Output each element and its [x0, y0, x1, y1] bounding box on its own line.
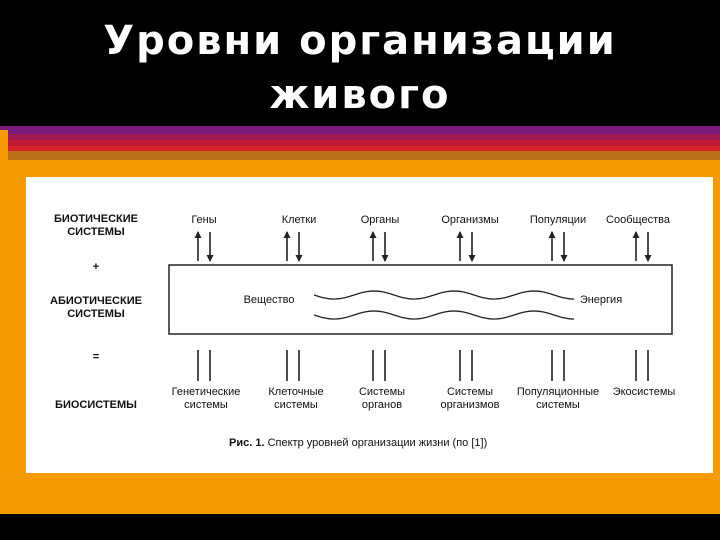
up-arrow-head-3	[456, 231, 464, 238]
wave-line-bottom	[313, 310, 575, 320]
top-label-organisms: Организмы	[441, 214, 499, 226]
caption-label: Рис. 1.	[229, 437, 265, 449]
slide-title: Уровни организации живого	[0, 14, 720, 122]
label-biotic-systems: БИОТИЧЕСКИЕ СИСТЕМЫ	[54, 213, 138, 238]
stripe-5	[0, 151, 720, 160]
orange-side-bar	[0, 130, 8, 514]
down-arrow-head-1	[295, 255, 303, 262]
bottom-label-organism-systems: Системы организмов	[440, 386, 500, 411]
label-abiotic-systems: АБИОТИЧЕСКИЕ СИСТЕМЫ	[50, 295, 142, 320]
wave-line-top	[313, 290, 575, 300]
label-biosystems: БИОСИСТЕМЫ	[55, 399, 137, 411]
diagram-image: БИОТИЧЕСКИЕ СИСТЕМЫ + АБИОТИЧЕСКИЕ СИСТЕ…	[26, 177, 713, 473]
top-label-communities: Сообщества	[606, 214, 670, 226]
caption-text: Спектр уровней организации жизни (по [1]…	[264, 437, 488, 449]
bottom-label-population: Популяционные системы	[516, 386, 600, 411]
stripe-2	[0, 134, 720, 140]
stripe-3	[0, 140, 720, 146]
label-energy: Энергия	[579, 294, 623, 306]
top-label-populations: Популяции	[529, 214, 587, 226]
central-box	[168, 264, 673, 335]
top-label-genes: Гены	[191, 214, 217, 226]
bottom-label-organ-systems: Системы органов	[358, 386, 406, 411]
label-equals: =	[92, 351, 100, 363]
bottom-label-genetic: Генетические системы	[171, 386, 241, 411]
down-arrow-head-2	[381, 255, 389, 262]
up-arrow-head-0	[194, 231, 202, 238]
label-plus: +	[92, 261, 100, 273]
down-arrow-head-3	[468, 255, 476, 262]
bottom-label-ecosystems: Экосистемы	[612, 386, 676, 398]
up-arrow-head-1	[283, 231, 291, 238]
title-line-2: живого	[269, 72, 451, 118]
title-line-1: Уровни организации	[103, 18, 617, 64]
arrow-group	[194, 231, 652, 381]
up-arrow-head-4	[548, 231, 556, 238]
top-label-cells: Клетки	[281, 214, 317, 226]
down-arrow-head-0	[206, 255, 214, 262]
diagram-lines	[168, 231, 673, 381]
top-label-organs: Органы	[360, 214, 400, 226]
down-arrow-head-5	[644, 255, 652, 262]
stripe-1	[0, 126, 720, 134]
figure-caption: Рис. 1. Спектр уровней организации жизни…	[229, 437, 487, 449]
up-arrow-head-5	[632, 231, 640, 238]
stripe-4	[0, 146, 720, 151]
up-arrow-head-2	[369, 231, 377, 238]
bottom-label-cellular: Клеточные системы	[268, 386, 324, 411]
down-arrow-head-4	[560, 255, 568, 262]
label-substance: Вещество	[243, 294, 295, 306]
